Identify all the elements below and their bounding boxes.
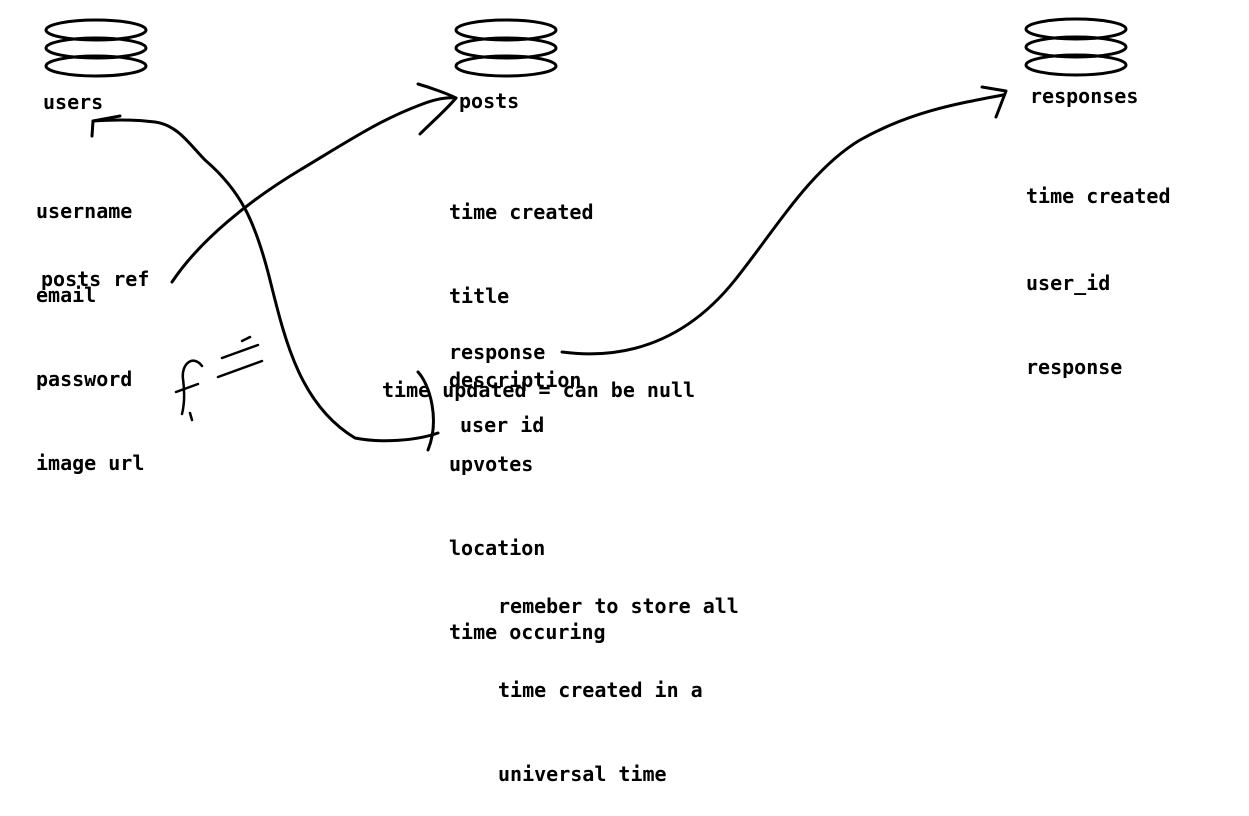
posts-response-field: response xyxy=(449,340,546,364)
posts-field: time created xyxy=(449,200,594,224)
posts-user-id-field: user id xyxy=(460,413,545,437)
posts-field: time occuring xyxy=(449,620,606,644)
note-line: time created in a xyxy=(498,678,703,702)
posts-field: description xyxy=(449,368,582,392)
responses-field: time created xyxy=(1026,184,1171,208)
posts-title: posts xyxy=(459,89,520,113)
ink-layer xyxy=(44,17,1128,452)
arrow-posts-ref-to-posts xyxy=(170,82,458,284)
arrow-user-id-to-users xyxy=(90,114,440,452)
arrow-response-to-responses xyxy=(560,85,1008,356)
responses-field: response xyxy=(1026,355,1123,379)
posts-field: location xyxy=(449,536,546,560)
posts-field: title xyxy=(449,284,510,308)
users-title: users xyxy=(43,90,104,114)
responses-field: user_id xyxy=(1026,271,1111,295)
users-field: image url xyxy=(36,451,145,475)
note-line: universal time xyxy=(498,762,667,786)
users-posts-ref: posts ref xyxy=(41,267,150,291)
users-database-icon xyxy=(44,18,148,78)
responses-fields: time created user_id response xyxy=(1026,126,1171,409)
note-line: remeber to store all xyxy=(498,594,739,618)
posts-fields: time created title description upvotes l… xyxy=(449,142,606,674)
users-fields: username email password image url xyxy=(36,141,144,505)
posts-time-updated-field: time updated = can be null xyxy=(382,378,696,402)
note: remeber to store all time created in a u… xyxy=(498,536,739,816)
posts-database-icon xyxy=(454,18,558,78)
scribble-doodle xyxy=(174,335,264,422)
users-field: email xyxy=(36,283,97,307)
responses-database-icon xyxy=(1024,17,1128,77)
users-field: password xyxy=(36,367,133,391)
users-field: username xyxy=(36,199,133,223)
responses-title: responses xyxy=(1030,84,1139,108)
posts-field: upvotes xyxy=(449,452,534,476)
